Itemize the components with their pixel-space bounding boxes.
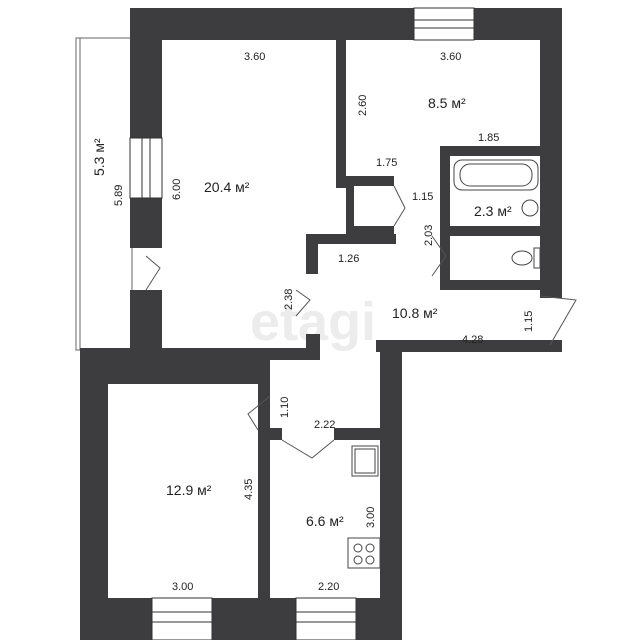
dim-1-15-a: 1.15 (412, 191, 433, 203)
living-area: 20.4 м² (204, 179, 250, 195)
dim-1-15-b: 1.15 (523, 311, 535, 332)
kitchen-sink (351, 445, 379, 477)
dim-1-10: 1.10 (279, 397, 291, 418)
room2-area: 12.9 м² (166, 482, 212, 498)
bathtub (453, 159, 539, 191)
room2-width: 3.00 (172, 581, 193, 593)
room2-height: 4.35 (243, 479, 255, 500)
hall-area: 10.8 м² (392, 305, 438, 321)
balcony-length: 5.89 (113, 185, 125, 206)
balcony-area: 5.3 м² (91, 138, 107, 176)
dim-1-26: 1.26 (338, 253, 359, 265)
living-width: 3.60 (244, 51, 265, 63)
dim-2-03: 2.03 (423, 225, 435, 246)
bedroom-height: 2.60 (357, 95, 369, 116)
hall-length: 4.28 (462, 334, 483, 346)
dim-2-38: 2.38 (283, 289, 295, 310)
kitchen-height: 3.00 (365, 507, 377, 528)
stove (347, 537, 381, 569)
dim-2-22: 2.22 (314, 419, 335, 431)
dim-1-75: 1.75 (376, 157, 397, 169)
dim-1-85: 1.85 (478, 132, 499, 144)
kitchen-area: 6.6 м² (306, 513, 344, 529)
walls (80, 7, 562, 640)
bedroom-area: 8.5 м² (428, 95, 466, 111)
doors (145, 185, 577, 459)
toilet (511, 247, 541, 269)
bathroom-area: 2.3 м² (474, 203, 512, 219)
sink (521, 199, 539, 217)
living-height: 6.00 (171, 179, 183, 200)
bedroom-width: 3.60 (440, 51, 461, 63)
kitchen-width: 2.20 (318, 581, 339, 593)
